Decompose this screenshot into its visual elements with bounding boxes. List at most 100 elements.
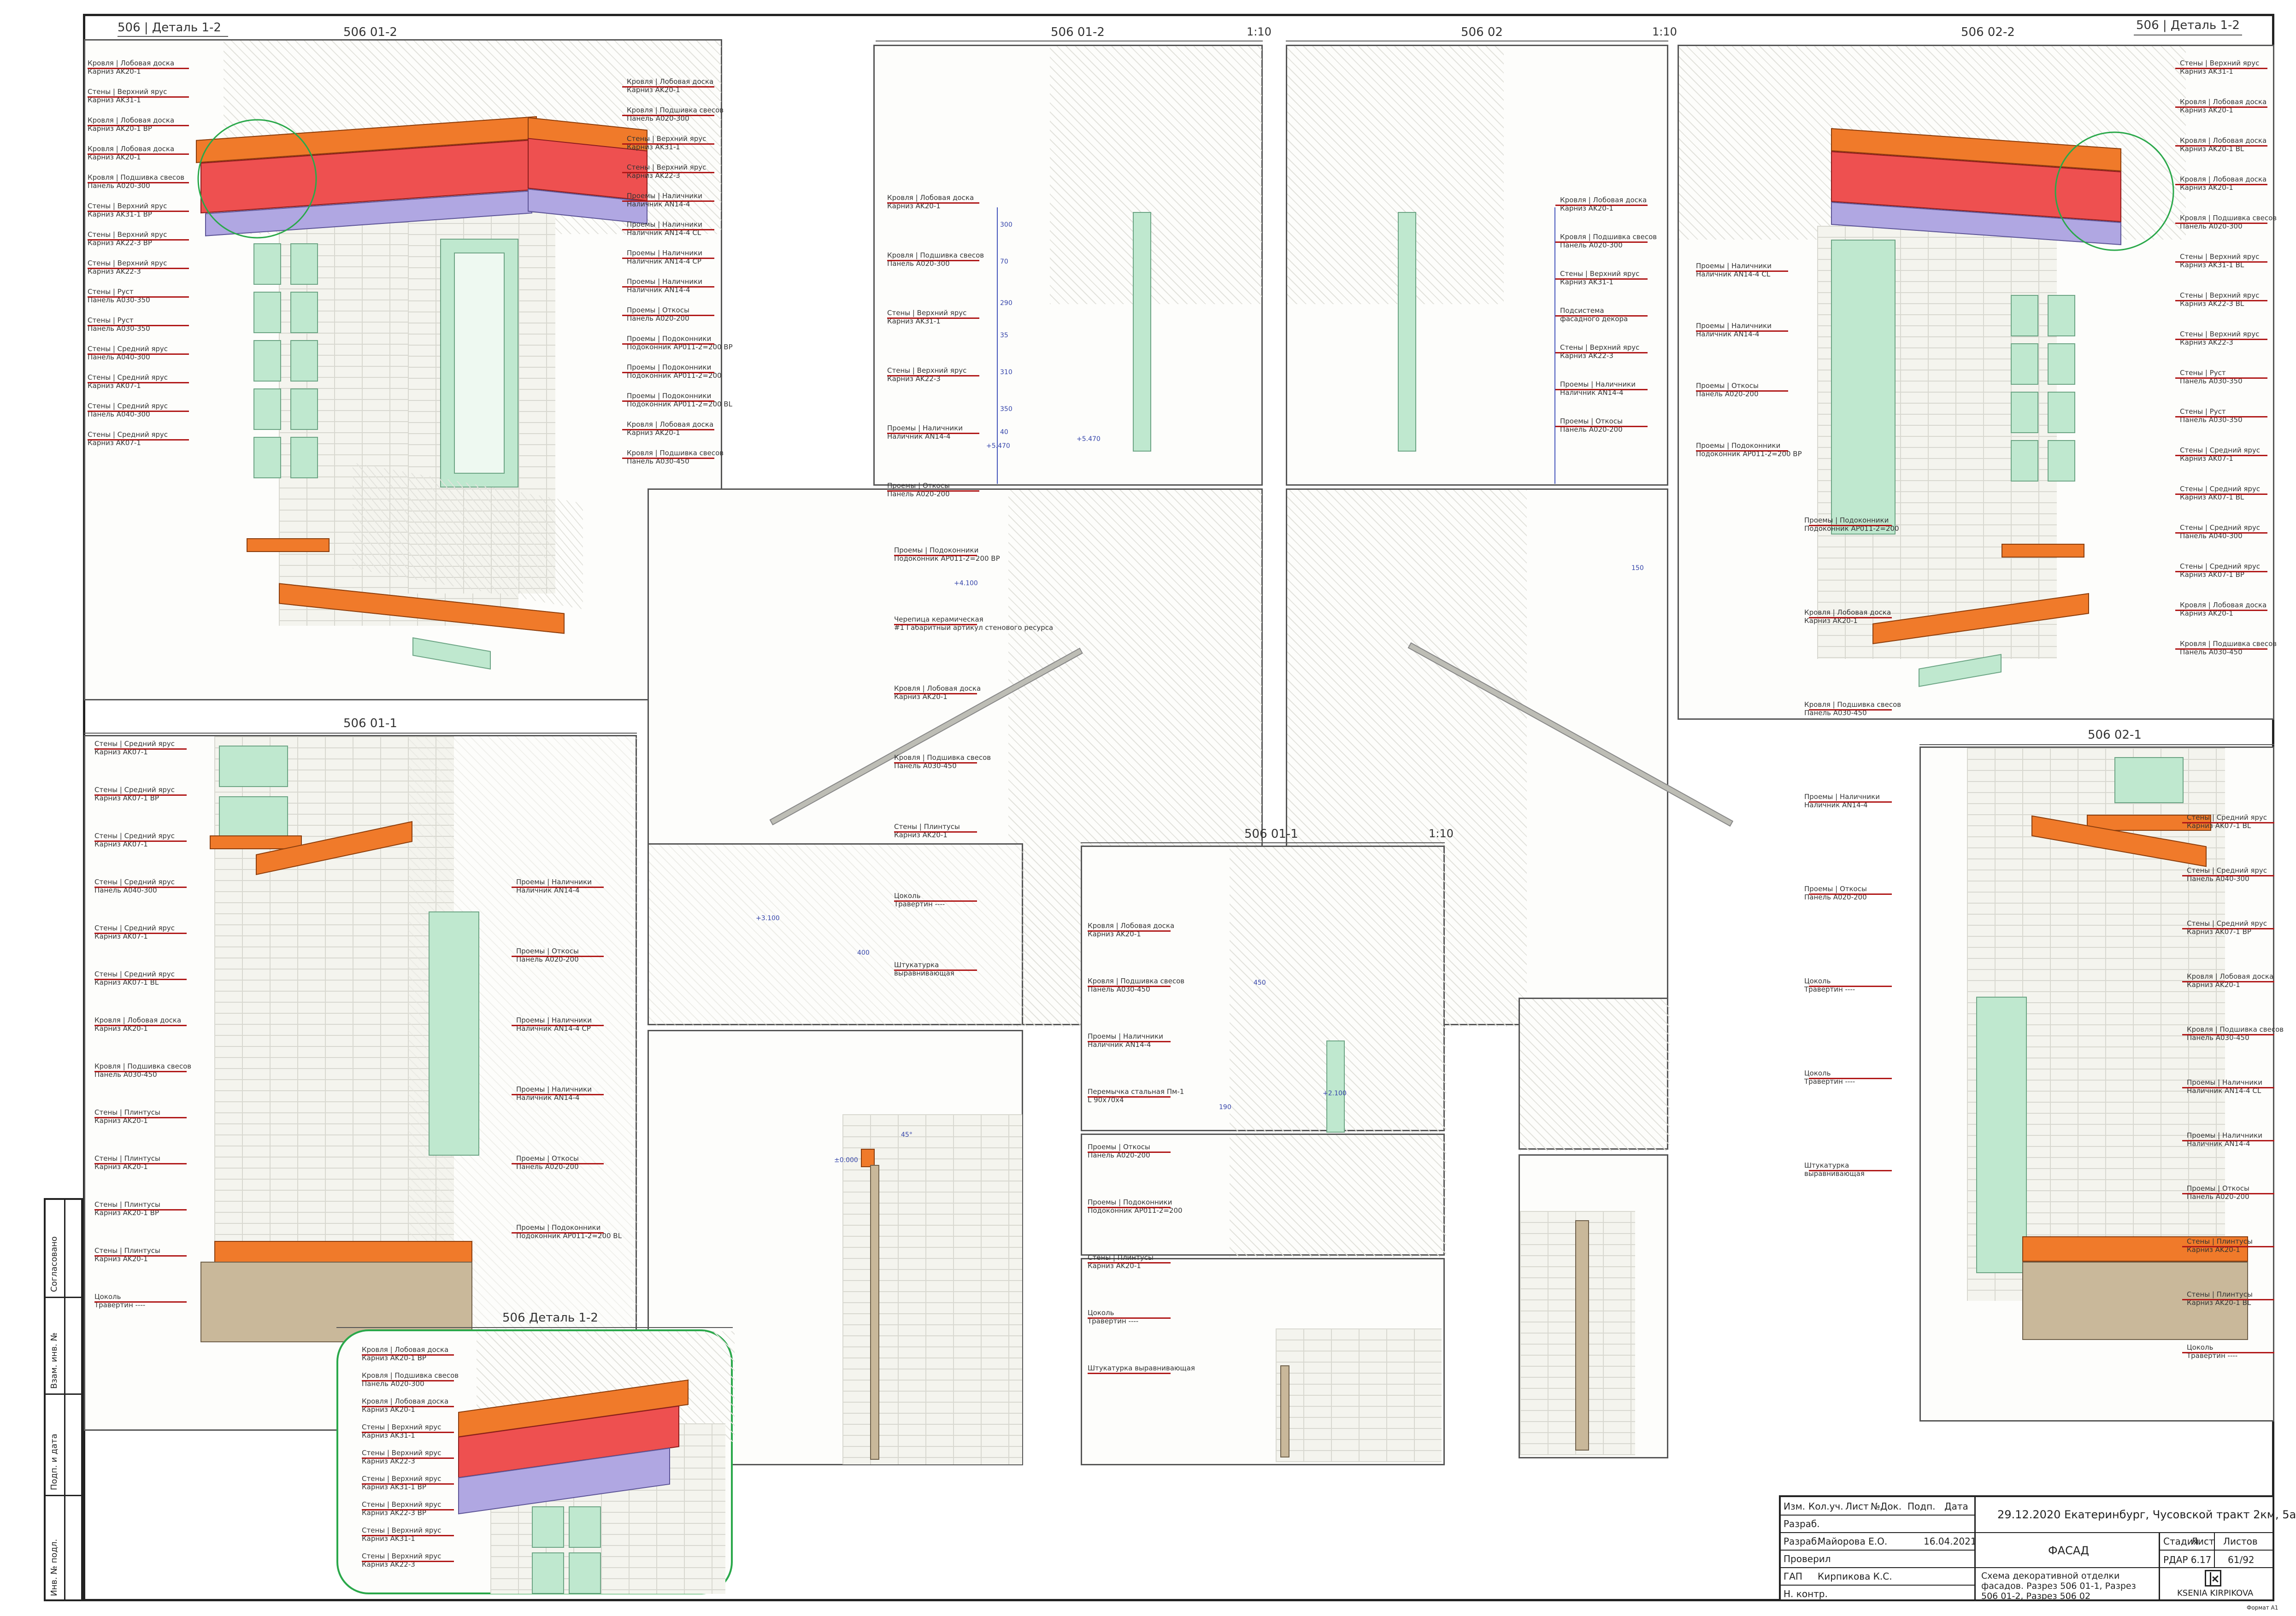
dimension-label: +3.100 (756, 915, 780, 922)
leader-line (894, 900, 977, 902)
annotation-category: Проемы | Наличники (887, 424, 963, 432)
leader-line (887, 490, 979, 492)
annotation-article: Карниз AK07-1 (2180, 454, 2233, 463)
leader-line (1809, 709, 1892, 711)
leader-line (1809, 986, 1892, 987)
annotation-category: Проемы | Наличники (1088, 1032, 1163, 1040)
dimension-label: 400 (857, 949, 870, 957)
annotation-category: Кровля | Лобовая доска (2180, 136, 2267, 145)
sec-01-1-scale: 1:10 (1429, 827, 1454, 840)
leader-line (94, 1163, 187, 1164)
annotation-category: Стены | Средний ярус (94, 924, 175, 932)
annotation-label: Черепица керамическая#1 Габаритный артик… (894, 615, 1053, 632)
leader-line (1809, 893, 1892, 895)
annotation-article: L 90х70х4 (1088, 1096, 1124, 1104)
iso-01-2-panel (84, 39, 722, 700)
annotation-category: Кровля | Подшивка свесов (894, 753, 991, 762)
leader-line (1088, 1152, 1171, 1153)
annotation-article: Карниз AK20-1 (362, 1405, 415, 1414)
plinth-cornice (214, 1241, 472, 1264)
detail-circle-marker (2055, 131, 2174, 251)
annotation-article: Подоконник AP011-2=200 BP (627, 343, 733, 351)
annotation-article: Травертин ---- (1804, 1077, 1855, 1086)
annotation-category: Проемы | Откосы (1560, 417, 1623, 425)
leader-line (94, 1117, 187, 1118)
dimension-label: 45° (901, 1131, 913, 1139)
leader-line (362, 1354, 454, 1356)
sidebar-divider (46, 1495, 82, 1496)
annotation-category: Кровля | Лобовая доска (88, 59, 175, 67)
iso-01-1-panel (84, 735, 638, 1432)
annotation-article: Карниз AK20-1 (94, 1163, 148, 1171)
sidebar-inv-no: Инв. № подл. (49, 1539, 59, 1596)
detail-bottom-title: 506 Деталь 1-2 (502, 1311, 598, 1325)
tb-sheets-hdr: Листов (2223, 1536, 2258, 1547)
sec-plinth-right (1519, 1154, 1668, 1458)
leader-line (622, 286, 714, 288)
annotation-category: Цоколь (2187, 1343, 2214, 1352)
annotation-article: Карниз AK20-1 (1560, 204, 1613, 212)
annotation-category: Кровля | Подшивка свесов (88, 173, 185, 182)
leader-line (362, 1535, 454, 1536)
annotation-article: Карниз AK07-1 BL (2187, 822, 2251, 830)
plinth-cornice (2022, 1236, 2248, 1262)
leader-line (894, 762, 977, 764)
annotation-article: Карниз AK31-1 (88, 96, 141, 104)
window-frame (1326, 1040, 1345, 1133)
leader-line (1088, 1317, 1171, 1319)
annotation-category: Стены | Верхний ярус (88, 259, 167, 267)
leader-line (2182, 875, 2274, 876)
dimension-label: 70 (1000, 258, 1008, 265)
annotation-article: Панель A020-200 (887, 490, 950, 498)
sec-01-2-title: 506 01-2 (1051, 25, 1105, 39)
annotation-category: Стены | Верхний ярус (627, 163, 706, 171)
rust-panel (253, 292, 281, 333)
annotation-article: Панель A030-450 (2180, 648, 2243, 656)
annotation-category: Кровля | Лобовая доска (88, 145, 175, 153)
annotation-category: Кровля | Лобовая доска (1088, 922, 1175, 930)
iso-02-2-panel (1678, 45, 2274, 720)
leader-line (2175, 532, 2267, 534)
annotation-article: Наличник AN14-4 (627, 286, 690, 294)
leader-line (94, 1301, 187, 1303)
leader-line (512, 1025, 604, 1026)
title-underline (118, 36, 228, 37)
annotation-article: Карниз AK07-1 (88, 439, 141, 447)
plinth-travertine (870, 1165, 879, 1460)
leader-line (1809, 617, 1892, 618)
annotation-category: Кровля | Лобовая доска (887, 194, 974, 202)
rust-panel (2011, 295, 2038, 336)
leader-line (2175, 571, 2267, 572)
leader-line (2175, 68, 2267, 69)
rust-panel (532, 1506, 564, 1548)
annotation-category: Кровля | Лобовая доска (2180, 601, 2267, 609)
annotation-category: Проемы | Наличники (1804, 793, 1880, 801)
title-underline (336, 1327, 733, 1328)
middle-cornice (247, 538, 330, 552)
tb-line (2159, 1532, 2160, 1601)
